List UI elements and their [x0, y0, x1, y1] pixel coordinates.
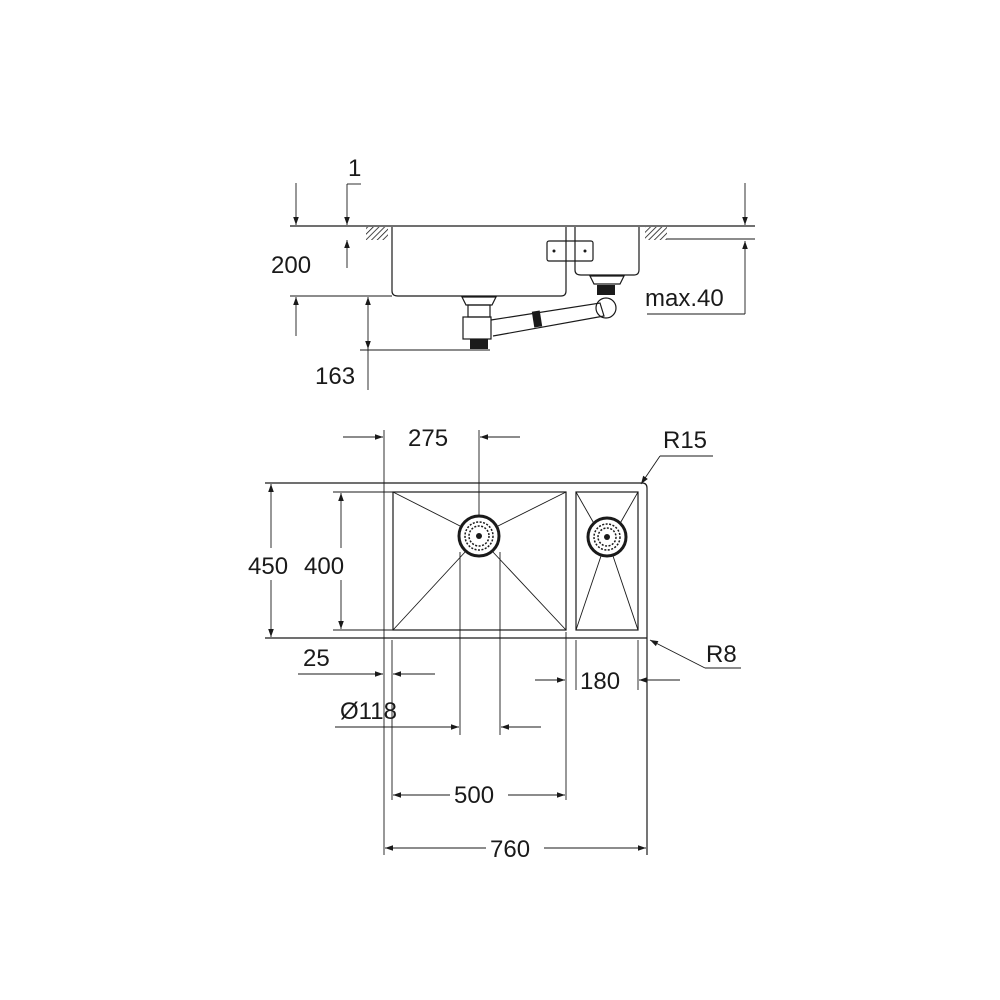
small-bowl-profile [574, 227, 640, 276]
top-view: 275 R15 450 400 25 180 R8 Ø118 500 [248, 425, 741, 863]
dim-max-mount: max.40 [645, 285, 724, 312]
dim-rim: 25 [303, 645, 330, 672]
dim-drain-offset: 275 [408, 425, 448, 452]
side-view: 200 1 163 max.40 [271, 155, 755, 390]
small-bowl [575, 491, 639, 631]
drain-small [586, 516, 628, 558]
dim-outer-width: 450 [248, 553, 288, 580]
dim-drain-diameter: Ø118 [340, 698, 397, 725]
dim-thickness: 1 [348, 155, 361, 182]
main-bowl-profile [391, 227, 567, 297]
hatch-right [645, 227, 667, 240]
dim-small-bowl: 180 [580, 668, 620, 695]
dim-inner-width: 400 [304, 553, 344, 580]
drain-main [457, 514, 501, 558]
dim-drain: 163 [315, 363, 355, 390]
drain-assembly [461, 275, 625, 349]
main-bowl [392, 491, 567, 631]
bracket [546, 240, 594, 262]
dim-corner-outer: R15 [663, 427, 707, 454]
dim-main-bowl: 500 [454, 782, 494, 809]
hatch-left [366, 227, 388, 240]
dim-depth: 200 [271, 252, 311, 279]
dim-total: 760 [490, 836, 530, 863]
dim-corner-inner: R8 [706, 641, 737, 668]
